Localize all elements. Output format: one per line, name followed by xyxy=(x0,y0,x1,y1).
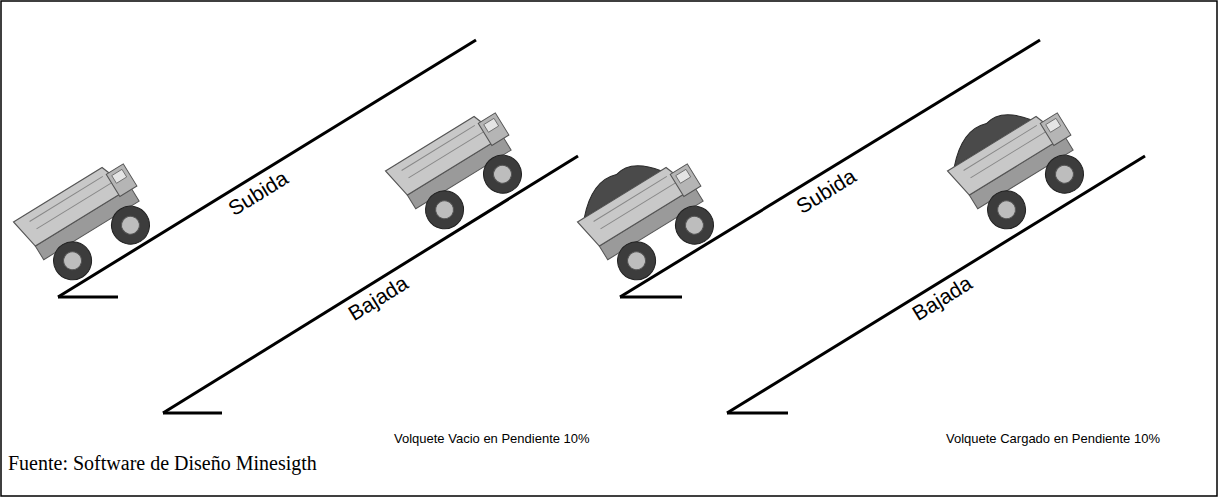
loaded-truck xyxy=(566,138,727,292)
empty-truck xyxy=(385,106,534,242)
empty-truck xyxy=(13,157,162,293)
panel-caption: Volquete Vacio en Pendiente 10% xyxy=(394,432,590,446)
loaded-truck xyxy=(936,87,1097,241)
panel-caption: Volquete Cargado en Pendiente 10% xyxy=(946,432,1160,446)
source-note: Fuente: Software de Diseño Minesigth xyxy=(8,452,317,474)
ramp-lines xyxy=(58,40,1145,413)
